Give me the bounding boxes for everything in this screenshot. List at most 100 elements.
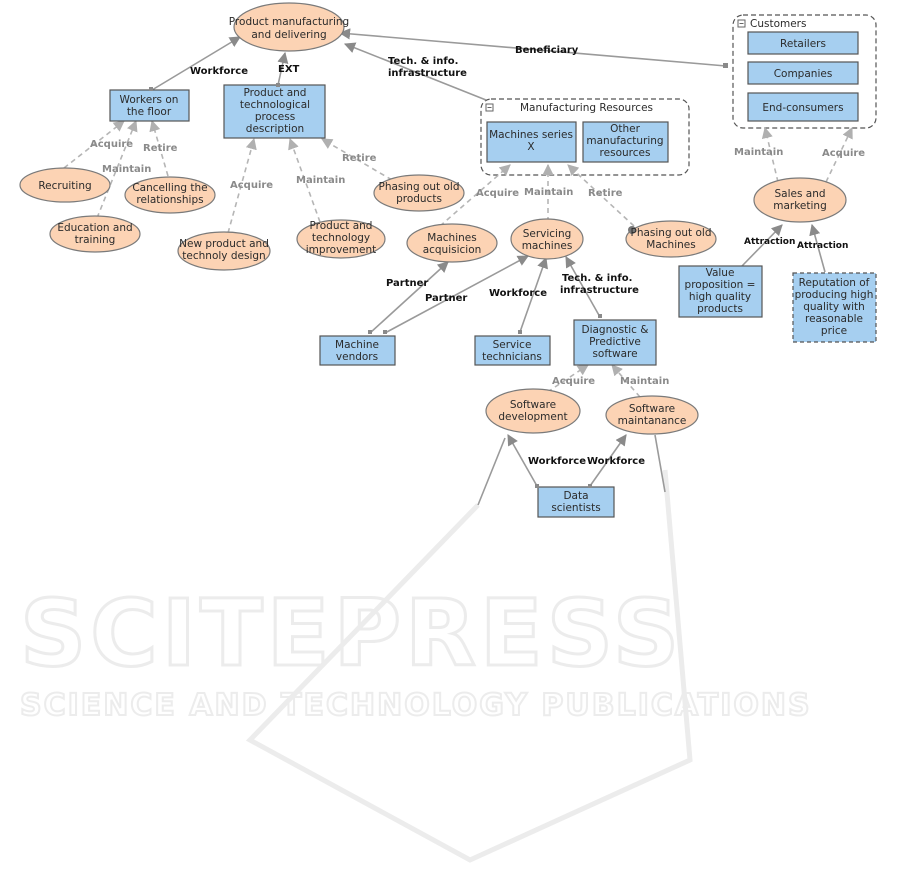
node-recruiting[interactable]: Recruiting xyxy=(19,167,111,203)
svg-text:Companies: Companies xyxy=(774,68,833,80)
edge-maintain-customers xyxy=(761,126,779,183)
edge-workforce-maint xyxy=(589,434,627,487)
edge-workforce-tech xyxy=(519,256,548,333)
edge-attraction-2 xyxy=(809,223,826,273)
node-end-consumers[interactable]: End-consumers xyxy=(747,92,859,122)
label-retire-desc: Retire xyxy=(342,153,377,164)
label-acquire-customers: Acquire xyxy=(822,148,865,159)
label-tech-info-mid: Tech. & info. infrastructure xyxy=(560,273,639,296)
label-maintain-workers: Maintain xyxy=(102,164,151,175)
watermark-sub: SCIENCE AND TECHNOLOGY PUBLICATIONS xyxy=(20,688,812,723)
edge-maintain-desc xyxy=(288,137,321,223)
label-attraction-2: Attraction xyxy=(797,241,848,251)
watermark-main: SCITEPRESS xyxy=(20,580,683,687)
label-retire-machines: Retire xyxy=(588,188,623,199)
edge-retire-machines xyxy=(567,164,635,227)
edge-partner-2 xyxy=(384,255,529,334)
edge-external-right xyxy=(654,434,666,493)
edge-connectors xyxy=(149,63,728,488)
edge-external-left xyxy=(477,437,506,506)
label-maintain-machines: Maintain xyxy=(524,187,573,198)
edge-ext xyxy=(277,51,289,86)
label-acquire-desc: Acquire xyxy=(230,180,273,191)
label-acquire-software: Acquire xyxy=(552,376,595,387)
label-maintain-software: Maintain xyxy=(620,376,669,387)
customers-group: Customers xyxy=(732,14,877,129)
watermark: SCITEPRESS SCIENCE AND TECHNOLOGY PUBLIC… xyxy=(19,469,812,863)
edge-retire-desc xyxy=(321,138,393,181)
label-acquire-machines: Acquire xyxy=(476,188,519,199)
edge-tech-info-top xyxy=(343,42,487,101)
label-ext: EXT xyxy=(278,64,300,75)
edge-maintain-software xyxy=(611,364,641,398)
label-maintain-desc: Maintain xyxy=(296,175,345,186)
edge-acquire-workers xyxy=(63,120,125,169)
label-attraction-1: Attraction xyxy=(744,237,795,247)
label-workforce-dev: Workforce xyxy=(528,456,586,467)
edge-retire-workers xyxy=(149,119,169,177)
label-maintain-customers: Maintain xyxy=(734,147,783,158)
label-workforce-top: Workforce xyxy=(190,66,248,77)
edge-tech-info-mid xyxy=(565,256,601,318)
label-beneficiary: Beneficiary xyxy=(515,45,579,56)
node-companies[interactable]: Companies xyxy=(747,61,859,85)
label-retire-workers: Retire xyxy=(143,143,178,154)
edge-beneficiary xyxy=(338,28,727,67)
label-tech-info-top: Tech. & info. infrastructure xyxy=(388,56,467,79)
node-retailers[interactable]: Retailers xyxy=(747,31,859,55)
edge-workforce-top xyxy=(151,36,241,91)
svg-text:End-consumers: End-consumers xyxy=(762,102,843,114)
label-acquire-workers: Acquire xyxy=(90,139,133,150)
customers-group-title: Customers xyxy=(750,18,806,30)
edge-workforce-dev xyxy=(507,434,538,487)
edge-attraction-1 xyxy=(741,224,783,267)
label-workforce-tech: Workforce xyxy=(489,288,547,299)
label-partner-1: Partner xyxy=(386,278,428,289)
